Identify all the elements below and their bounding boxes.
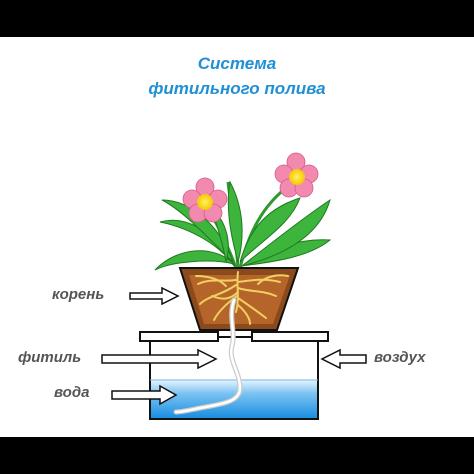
- reservoir-lid-left: [139, 331, 219, 342]
- label-wick: фитиль: [18, 349, 82, 366]
- diagram-title-line-1: Система: [197, 54, 277, 73]
- diagram-title-line-2: фитильного полива: [148, 79, 326, 98]
- bottom-band: [0, 437, 474, 474]
- label-air: воздух: [374, 349, 426, 366]
- water-reservoir: [149, 336, 319, 420]
- label-water: вода: [54, 384, 90, 401]
- arrow-root: [129, 286, 180, 306]
- reservoir-lid-right: [251, 331, 329, 342]
- flower-left: [182, 177, 228, 223]
- flower-center: [289, 169, 305, 185]
- flower-center: [197, 194, 213, 210]
- label-root: корень: [52, 286, 105, 303]
- wick-highlight: [174, 298, 242, 414]
- arrow-wick: [101, 348, 218, 370]
- flower-right: [274, 152, 319, 198]
- arrow-water: [111, 384, 178, 406]
- arrow-air: [320, 348, 367, 370]
